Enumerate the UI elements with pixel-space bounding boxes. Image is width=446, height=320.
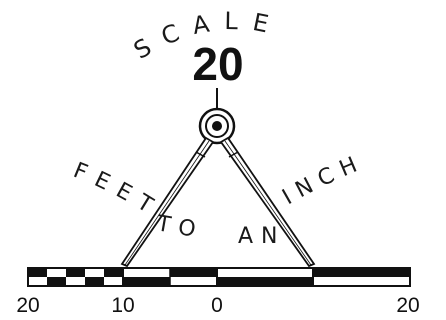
tick-label-left-20: 20 — [16, 294, 39, 317]
tick-label-right-20: 20 — [396, 294, 419, 317]
scale-bar — [28, 268, 410, 286]
tick-label-0: 0 — [211, 294, 223, 317]
tick-label-10: 10 — [111, 294, 134, 317]
inch-arc-label: INCH — [278, 150, 368, 211]
an-label: AN — [238, 224, 286, 249]
to-label: TO — [154, 211, 205, 244]
feet-arc-label: FEET — [70, 158, 166, 223]
scale-number: 20 — [192, 38, 243, 90]
